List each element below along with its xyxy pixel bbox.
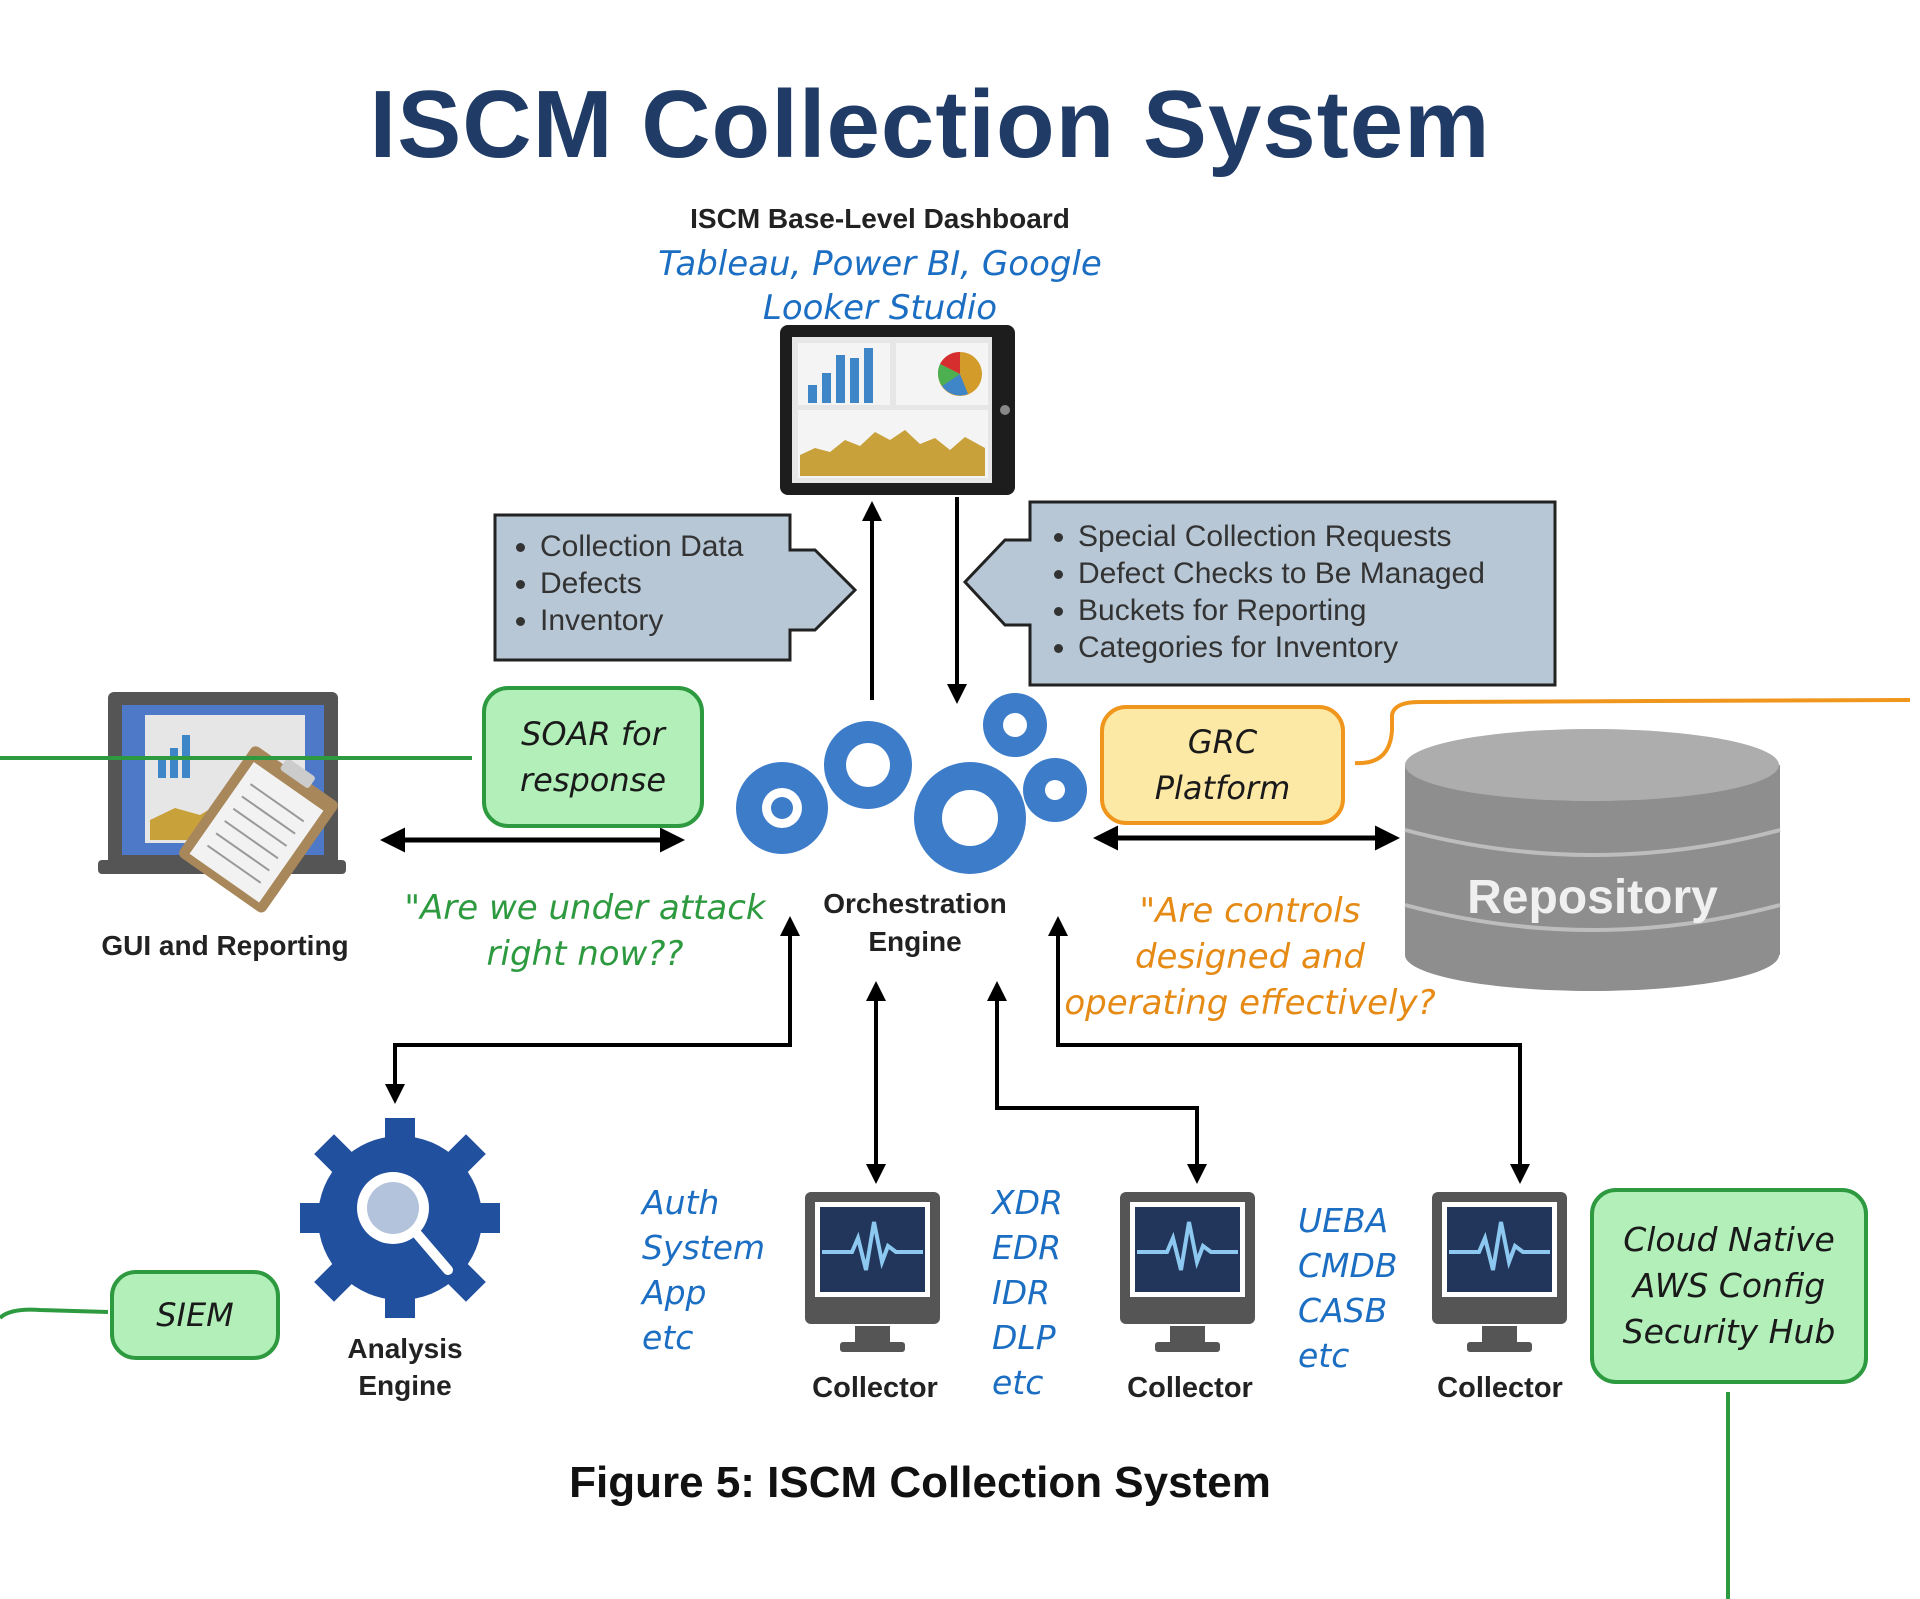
source-item: etc xyxy=(1298,1336,1350,1375)
cloud-native-note: Cloud Native AWS Config Security Hub xyxy=(1590,1188,1868,1384)
source-item: EDR xyxy=(992,1228,1062,1267)
attack-question: "Are we under attack right now?? xyxy=(385,885,785,977)
callout-item: Inventory xyxy=(540,602,743,639)
collector-2-label: Collector xyxy=(1127,1372,1253,1404)
dashboard-tools-line2: Looker Studio xyxy=(762,288,998,328)
source-item: System xyxy=(642,1228,766,1267)
callout-arrow-left xyxy=(962,500,1557,687)
analysis-label-line1: Analysis xyxy=(347,1333,463,1364)
collector-1-icon xyxy=(805,1192,940,1352)
cloud-line2: AWS Config xyxy=(1632,1266,1826,1305)
collector-3-label: Collector xyxy=(1437,1372,1563,1404)
source-item: DLP xyxy=(992,1318,1056,1357)
orchestration-label-line2: Engine xyxy=(868,926,962,957)
grc-line2: Platform xyxy=(1154,769,1291,807)
gui-label: GUI and Reporting xyxy=(101,930,349,961)
controls-question-line1: "Are controls xyxy=(1139,891,1361,931)
source-item: Auth xyxy=(642,1183,720,1222)
cloud-line3: Security Hub xyxy=(1622,1312,1836,1351)
callout-arrow-right xyxy=(493,513,858,662)
attack-question-line1: "Are we under attack xyxy=(404,888,766,928)
controls-question: "Are controls designed and operating eff… xyxy=(1055,888,1445,1026)
controls-question-line3: operating effectively? xyxy=(1064,983,1436,1023)
collector-3-icon xyxy=(1432,1192,1567,1352)
collector-1-label: Collector xyxy=(812,1372,938,1404)
soar-note: SOAR for response xyxy=(482,686,704,828)
dashboard-label: ISCM Base-Level Dashboard xyxy=(690,203,1070,234)
siem-label: SIEM xyxy=(156,1296,234,1334)
collector-1-sources-left: Auth System App etc xyxy=(642,1180,765,1360)
callout-item: Special Collection Requests xyxy=(1078,518,1485,555)
analysis-label-line2: Engine xyxy=(358,1370,452,1401)
orchestration-gears-icon xyxy=(736,693,1087,874)
repository-label: Repository xyxy=(1467,871,1718,924)
page-title: ISCM Collection System xyxy=(369,71,1491,178)
callout-item: Defects xyxy=(540,565,743,602)
soar-line1: SOAR for xyxy=(521,715,665,753)
callout-item: Categories for Inventory xyxy=(1078,629,1485,666)
callout-item: Defect Checks to Be Managed xyxy=(1078,555,1485,592)
figure-caption: Figure 5: ISCM Collection System xyxy=(569,1458,1271,1507)
source-item: etc xyxy=(642,1318,694,1357)
dashboard-tools-line1: Tableau, Power BI, Google xyxy=(658,244,1102,284)
analysis-engine-gear-icon xyxy=(300,1118,500,1318)
siem-note: SIEM xyxy=(110,1270,280,1360)
collector-2-icon xyxy=(1120,1192,1255,1352)
repository-cylinder-icon xyxy=(1404,729,1781,991)
gui-laptop-icon xyxy=(98,692,346,913)
callout-to-dashboard: Collection Data Defects Inventory xyxy=(510,528,743,639)
grc-line1: GRC xyxy=(1187,723,1258,761)
source-item: UEBA xyxy=(1298,1201,1389,1240)
source-item: CMDB xyxy=(1298,1246,1398,1285)
soar-line2: response xyxy=(519,761,667,799)
collector-1-sources-right: XDR EDR IDR DLP etc xyxy=(992,1180,1063,1405)
cloud-line1: Cloud Native xyxy=(1623,1220,1835,1259)
attack-question-line2: right now?? xyxy=(486,934,684,974)
source-item: CASB xyxy=(1298,1291,1388,1330)
collector-2-sources-right: UEBA CMDB CASB etc xyxy=(1298,1198,1398,1378)
dashboard-tablet-icon xyxy=(780,325,1015,495)
source-item: XDR xyxy=(992,1183,1063,1222)
source-item: IDR xyxy=(992,1273,1051,1312)
source-item: App xyxy=(642,1273,707,1312)
source-item: etc xyxy=(992,1363,1044,1402)
grc-note: GRC Platform xyxy=(1100,705,1345,825)
callout-from-dashboard: Special Collection Requests Defect Check… xyxy=(1048,518,1485,666)
controls-question-line2: designed and xyxy=(1134,937,1366,977)
callout-item: Buckets for Reporting xyxy=(1078,592,1485,629)
orchestration-label-line1: Orchestration xyxy=(823,888,1007,919)
callout-item: Collection Data xyxy=(540,528,743,565)
